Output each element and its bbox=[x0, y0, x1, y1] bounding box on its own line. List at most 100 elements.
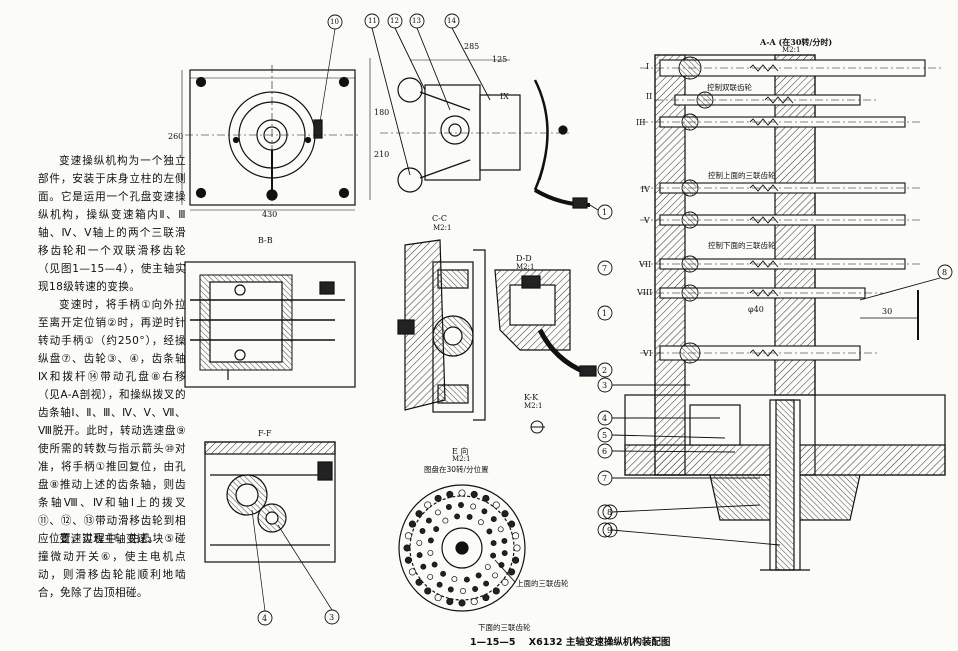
dial-hole bbox=[482, 494, 490, 502]
dial-hole bbox=[451, 576, 458, 583]
side-view-callouts bbox=[364, 13, 613, 220]
label-section-dd: D-D bbox=[516, 254, 532, 263]
dial-hole bbox=[431, 561, 438, 568]
label-shaft-VIII: VIII bbox=[637, 288, 653, 297]
section-cc bbox=[397, 239, 486, 421]
rack-shafts bbox=[640, 56, 943, 364]
rack-shaft bbox=[640, 342, 878, 364]
label-section-ff: F-F bbox=[258, 429, 272, 438]
label-section-aa: A-A (在30转/分时) bbox=[760, 37, 833, 47]
dial-hole bbox=[492, 501, 500, 509]
dial-hole bbox=[419, 528, 426, 534]
dial-hole bbox=[477, 519, 484, 526]
aa-dim-90 bbox=[860, 290, 919, 340]
description-paragraph-3: 变速过程中，由凸块⑤碰撞微动开关⑥，使主电机点动，则滑移齿轮能顺利地啮合，免除了… bbox=[38, 533, 186, 599]
dial-hole bbox=[484, 563, 491, 570]
label-shaft-IX: IX bbox=[500, 92, 509, 101]
dial-hole bbox=[416, 539, 423, 546]
dial-hole bbox=[466, 513, 473, 520]
dial-hole bbox=[501, 578, 509, 586]
label-section-dd-scale: M2:1 bbox=[516, 263, 535, 271]
dial-hole bbox=[434, 594, 442, 602]
dim-430: 430 bbox=[262, 210, 278, 219]
dial-hole bbox=[415, 510, 423, 518]
figure-caption: 1—15—5 X6132 主轴变速操纵机构装配图 bbox=[470, 634, 680, 648]
dial-hole bbox=[415, 578, 423, 586]
part-number-1: 1 bbox=[602, 208, 608, 217]
rack-shaft bbox=[640, 284, 883, 302]
label-control-lower-triple: 控制下面的三联齿轮 bbox=[708, 241, 776, 250]
dim-210: 210 bbox=[374, 150, 390, 159]
label-section-bb: B-B bbox=[258, 236, 273, 245]
part-number-8: 8 bbox=[942, 268, 948, 277]
aa-callouts bbox=[597, 264, 953, 546]
dial-hole bbox=[458, 599, 466, 607]
label-shaft-V: V bbox=[644, 216, 650, 225]
dial-hole bbox=[458, 489, 466, 497]
part-number-3b: 3 bbox=[329, 613, 335, 622]
rack-shaft bbox=[640, 255, 923, 273]
dial-hole bbox=[513, 544, 521, 552]
description-paragraph-1: 变速操纵机构为一个独立部件，安装于床身立柱的左侧面。它是运用一个孔盘变速操纵机构… bbox=[38, 155, 186, 293]
dial-hole bbox=[408, 520, 416, 528]
dial-hole bbox=[403, 544, 411, 552]
label-section-kk: K-K bbox=[524, 393, 539, 402]
part-number-12: 12 bbox=[390, 17, 399, 25]
part-number-5: 5 bbox=[602, 431, 608, 440]
label-section-kk-scale: M2:1 bbox=[524, 402, 543, 410]
dial-hole bbox=[434, 509, 441, 516]
dial-hole bbox=[483, 580, 490, 587]
dial-hole bbox=[442, 517, 449, 524]
dial-hole bbox=[508, 568, 516, 576]
section-dd bbox=[494, 260, 613, 378]
dim-30: 30 bbox=[882, 307, 893, 316]
part-number-8b: 8 bbox=[607, 508, 613, 517]
dial-hole bbox=[404, 556, 412, 564]
label-section-aa-scale: M2:1 bbox=[782, 46, 801, 54]
label-e-view-scale: M2:1 bbox=[452, 455, 471, 463]
dial-hole bbox=[508, 520, 516, 528]
dial-hole bbox=[446, 598, 454, 606]
dial-hole bbox=[512, 532, 520, 540]
part-number-7b: 7 bbox=[602, 474, 608, 483]
dim-180: 180 bbox=[374, 108, 390, 117]
label-shaft-IV: IV bbox=[641, 185, 650, 194]
dial-hole bbox=[458, 502, 464, 508]
label-upper-triple-gear: 上面的三联齿轮 bbox=[516, 579, 569, 588]
dial-hole bbox=[470, 490, 478, 498]
label-lower-triple-gear: 下面的三联齿轮 bbox=[478, 623, 531, 632]
dial-hole bbox=[492, 587, 500, 595]
part-number-4: 4 bbox=[602, 414, 608, 423]
dial-hole bbox=[404, 532, 412, 540]
dim-260: 260 bbox=[168, 132, 184, 141]
part-number-14: 14 bbox=[447, 17, 456, 25]
dial-hole bbox=[424, 501, 432, 509]
dial-hole bbox=[440, 570, 447, 577]
dial-hole bbox=[492, 572, 499, 579]
dial-hole bbox=[481, 508, 488, 515]
dial-hole bbox=[454, 513, 461, 520]
dim-125: 125 bbox=[492, 55, 508, 64]
label-shaft-II: II bbox=[646, 92, 653, 101]
side-view bbox=[369, 58, 591, 209]
section-aa bbox=[624, 54, 946, 571]
dial-hole bbox=[470, 598, 478, 606]
dial-hole bbox=[427, 537, 434, 544]
dial-hole bbox=[436, 581, 443, 588]
label-shaft-VI: VI bbox=[643, 349, 652, 358]
dial-hole bbox=[427, 573, 434, 580]
part-number-7: 7 bbox=[602, 264, 608, 273]
dial-hole bbox=[408, 568, 416, 576]
description-paragraph-2: 变速时，将手柄①向外拉至离开定位销②时，再逆时针转动手柄①（约250°），经操纵… bbox=[38, 299, 186, 545]
label-e-view: E 向 bbox=[452, 447, 469, 456]
section-ff bbox=[204, 441, 340, 626]
label-control-double-gear: 控制双联齿轮 bbox=[707, 83, 752, 92]
label-shaft-III: III bbox=[636, 118, 646, 127]
rack-shaft bbox=[640, 113, 923, 131]
figure-number: 1—15—5 bbox=[470, 637, 516, 648]
dial-hole bbox=[424, 587, 432, 595]
label-e-view-note: 图盘在30转/分位置 bbox=[424, 465, 489, 474]
dial-hole bbox=[446, 490, 454, 498]
dim-phi40: φ40 bbox=[748, 305, 764, 314]
